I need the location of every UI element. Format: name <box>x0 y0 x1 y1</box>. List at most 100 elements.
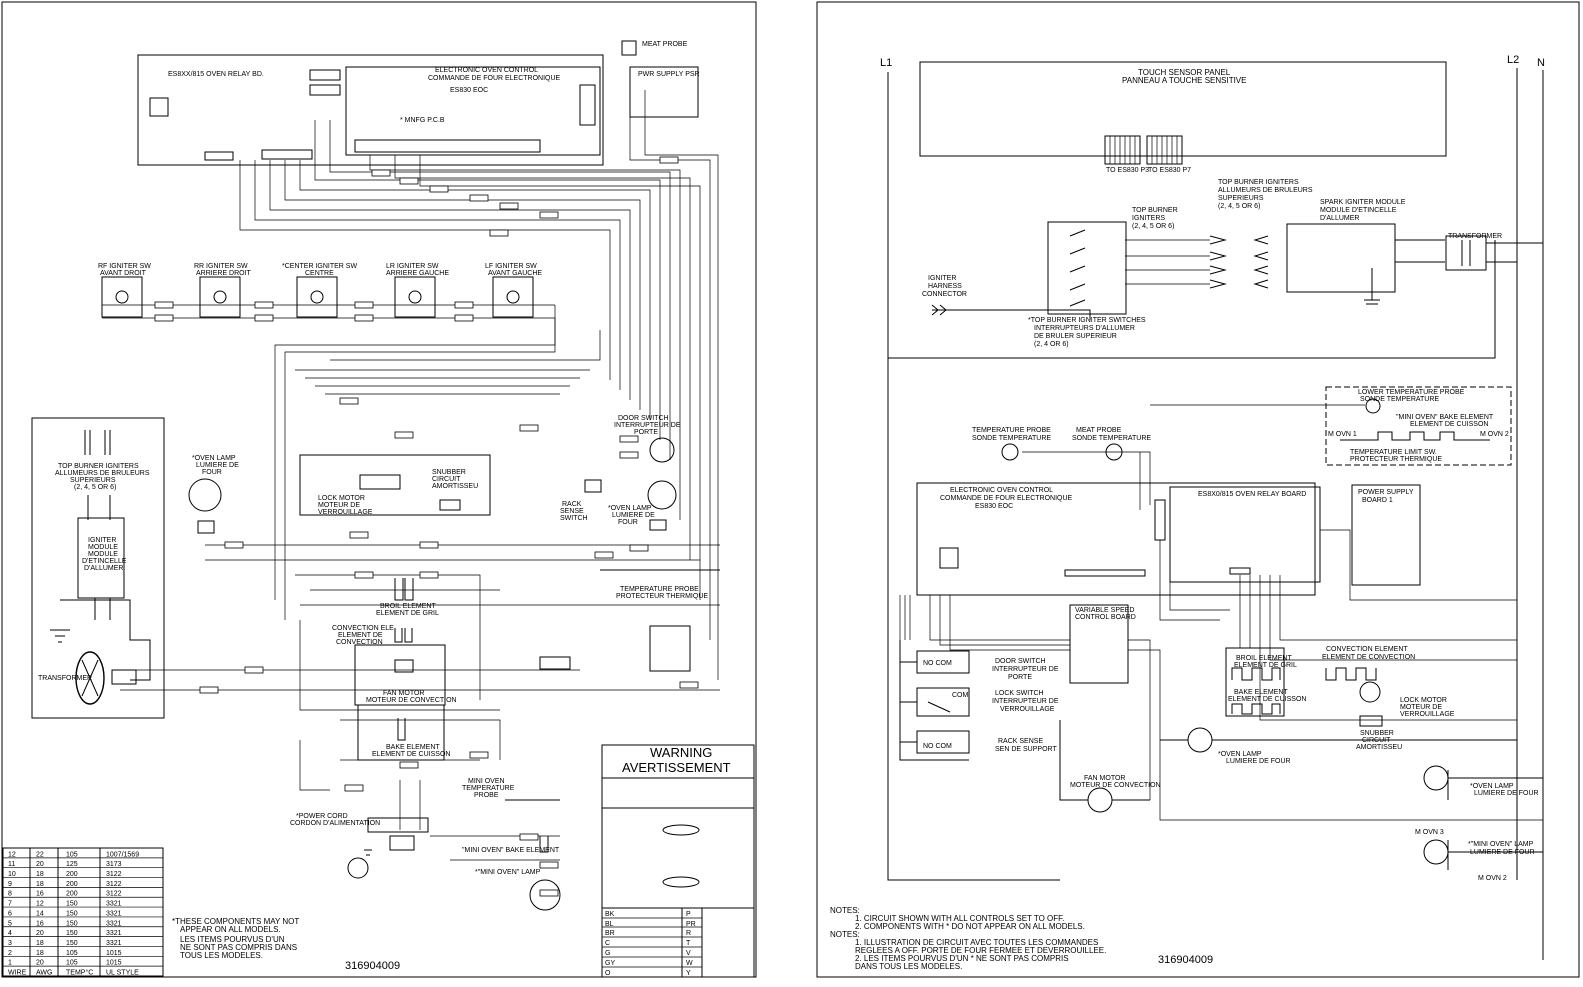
to-p7: TO ES830 P7 <box>1148 167 1191 174</box>
wire-table-cell: 16 <box>36 920 44 927</box>
r-door-1: DOOR SWITCH <box>995 658 1046 665</box>
oven-lamp-left-3: FOUR <box>202 469 222 476</box>
notes-fr-0: NOTES: <box>830 930 860 939</box>
oven-lamp-right-1: *OVEN LAMP <box>608 505 652 512</box>
wire-table-cell: 105 <box>66 851 78 858</box>
r-tb-igniters-1: TOP BURNER IGNITERS <box>1218 179 1299 186</box>
r-conv-1: CONVECTION ELEMENT <box>1326 646 1408 653</box>
left-bake-element: BAKE ELEMENT ELEMENT DE CUISSON <box>357 704 450 761</box>
color-pr: PR <box>686 921 696 928</box>
rack-sense-2: SENSE <box>560 508 584 515</box>
wire-table-cell: 9 <box>8 881 12 888</box>
left-top-burner-2: ALLUMEURS DE BRULEURS <box>55 470 150 477</box>
lower-temp-probe-box: LOWER TEMPERATURE PROBE SONDE TEMPERATUR… <box>1325 386 1512 466</box>
r-door-3: PORTE <box>1008 674 1032 681</box>
harness-1: IGNITER <box>928 275 956 282</box>
m-ovn-2-b: M OVN 2 <box>1478 875 1507 882</box>
wire-table-cell: 10 <box>8 871 16 878</box>
rf-igniter-fr: AVANT DROIT <box>100 270 147 277</box>
color-y: Y <box>686 970 691 977</box>
lock-com: COM <box>952 692 969 699</box>
spark-2: MODULE D'ETINCELLE <box>1320 207 1397 214</box>
eoc-label-1: ELECTRONIC OVEN CONTROL <box>435 67 538 74</box>
vsc-2: CONTROL BOARD <box>1075 614 1136 621</box>
m-ovn-2: M OVN 2 <box>1480 431 1509 438</box>
left-module-1: IGNITER <box>88 537 116 544</box>
wire-table-cell: 20 <box>36 930 44 937</box>
r-fan-1: FAN MOTOR <box>1084 775 1125 782</box>
door-no: NO COM <box>923 660 952 667</box>
notes-en-1: 1. CIRCUIT SHOWN WITH ALL CONTROLS SET T… <box>855 914 1064 923</box>
r-lamp2-2: LUMIERE DE FOUR <box>1474 790 1539 797</box>
left-oven-lamp: *OVEN LAMP LUMIERE DE FOUR <box>188 455 239 534</box>
eoc-label-2: COMMANDE DE FOUR ELECTRONIQUE <box>428 75 561 82</box>
r-tb-igniters-4: (2, 4, 5 OR 6) <box>1218 203 1260 210</box>
wire-table-cell: 3122 <box>106 871 122 878</box>
bake-1: BAKE ELEMENT <box>386 744 440 751</box>
mp-1: MEAT PROBE <box>1076 427 1122 434</box>
color-gy: GY <box>605 960 615 967</box>
color-bl: BL <box>605 921 614 928</box>
wire-table-cell: 3321 <box>106 910 122 917</box>
wire-table-cell: 4 <box>8 930 12 937</box>
r-lock-motor-2: MOTEUR DE <box>1400 704 1442 711</box>
oven-lamp-right-2: LUMIERE DE <box>612 512 655 519</box>
r-bake-2: ELEMENT DE CUISSON <box>1228 696 1306 703</box>
left-power-cord: *POWER CORD CORDON D'ALIMENTATION <box>290 813 429 879</box>
sw-2: INTERRUPTEURS D'ALLUMER <box>1034 325 1135 332</box>
wire-table-cell: 3321 <box>106 940 122 947</box>
color-code-table: BK P BL PR BR R C T G V GY W O Y <box>601 907 703 978</box>
ps-1: POWER SUPPLY <box>1358 489 1414 496</box>
r-eoc-1: ELECTRONIC OVEN CONTROL <box>950 487 1053 494</box>
left-module-4: D'ETINCELLE <box>82 558 127 565</box>
harness-3: CONNECTOR <box>922 291 967 298</box>
sw-4: (2, 4 OR 6) <box>1034 341 1069 348</box>
warning-box: WARNING AVERTISSEMENT <box>601 744 755 978</box>
ps-2: BOARD 1 <box>1362 497 1393 504</box>
sw-3: DE BRULER SUPERIEUR <box>1034 333 1117 340</box>
lock-motor-1: LOCK MOTOR <box>318 495 365 502</box>
notes-fr-1: 1. ILLUSTRATION DE CIRCUIT AVEC TOUTES L… <box>855 938 1098 947</box>
notes-en-2: 2. COMPONENTS WITH * DO NOT APPEAR ON AL… <box>855 922 1085 931</box>
wire-table-cell: 6 <box>8 910 12 917</box>
color-c: C <box>605 940 610 947</box>
color-t: T <box>686 940 691 947</box>
m-ovn-3: M OVN 3 <box>1415 829 1444 836</box>
vsc-1: VARIABLE SPEED <box>1075 607 1134 614</box>
r-mini-lamp-1: *"MINI OVEN" LAMP <box>1468 841 1534 848</box>
r-lamp2-1: *OVEN LAMP <box>1470 783 1514 790</box>
relay-board-label: ES8XX/815 OVEN RELAY BD. <box>168 71 264 78</box>
left-module-3: MODULE <box>88 551 118 558</box>
left-door-switch: DOOR SWITCH INTERRUPTEUR DE PORTE RACK S… <box>560 415 681 531</box>
r-door-2: INTERRUPTEUR DE <box>992 666 1059 673</box>
left-convection-element: CONVECTION ELE. ELEMENT DE CONVECTION <box>332 625 413 646</box>
n-label: N <box>1537 57 1545 69</box>
eoc-model: ES830 EOC <box>450 87 488 94</box>
left-control-enclosure: ES8XX/815 OVEN RELAY BD. ELECTRONIC OVEN… <box>137 54 604 166</box>
mini-probe-3: PROBE <box>474 792 499 799</box>
wire-table-cell: 125 <box>66 861 78 868</box>
right-lamps-motors: *OVEN LAMP LUMIERE DE FOUR FAN MOTOR MOT… <box>1059 720 1543 882</box>
r-lock-motor-1: LOCK MOTOR <box>1400 697 1447 704</box>
warning-fr: AVERTISSEMENT <box>622 760 731 775</box>
touch-sensor-panel: TOUCH SENSOR PANEL PANNEAU A TOUCHE SENS… <box>919 61 1447 174</box>
r-conv-2: ELEMENT DE CONVECTION <box>1322 654 1415 661</box>
mini-lamp: *"MINI OVEN" LAMP <box>475 869 541 876</box>
wire-table-cell: 18 <box>36 871 44 878</box>
notes-fr-4: DANS TOUS LES MODELES. <box>855 962 962 971</box>
right-control-boards: ELECTRONIC OVEN CONTROL COMMANDE DE FOUR… <box>899 482 1517 651</box>
left-components-note: *THESE COMPONENTS MAY NOT APPEAR ON ALL … <box>172 917 400 972</box>
r-eoc-3: ES830 EOC <box>975 503 1013 510</box>
wire-table-cell: 18 <box>36 950 44 957</box>
mini-bake-r-1: "MINI OVEN" BAKE ELEMENT <box>1396 414 1494 421</box>
left-module-5: D'ALLUMER <box>84 565 123 572</box>
note-line-4: NE SONT PAS COMPRIS DANS <box>180 943 297 952</box>
r-lock-1: LOCK SWITCH <box>995 690 1044 697</box>
right-power-rails <box>887 68 1544 960</box>
right-elements: BROIL ELEMENT ELEMENT DE GRIL BAKE ELEME… <box>1225 575 1517 751</box>
left-transformer: TRANSFORMER <box>38 675 92 682</box>
r-transformer: TRANSFORMER <box>1448 233 1502 240</box>
sw-1: *TOP BURNER IGNITER SWITCHES <box>1028 317 1146 324</box>
left-pwr-supply: PWR SUPPLY PSR <box>638 71 700 78</box>
